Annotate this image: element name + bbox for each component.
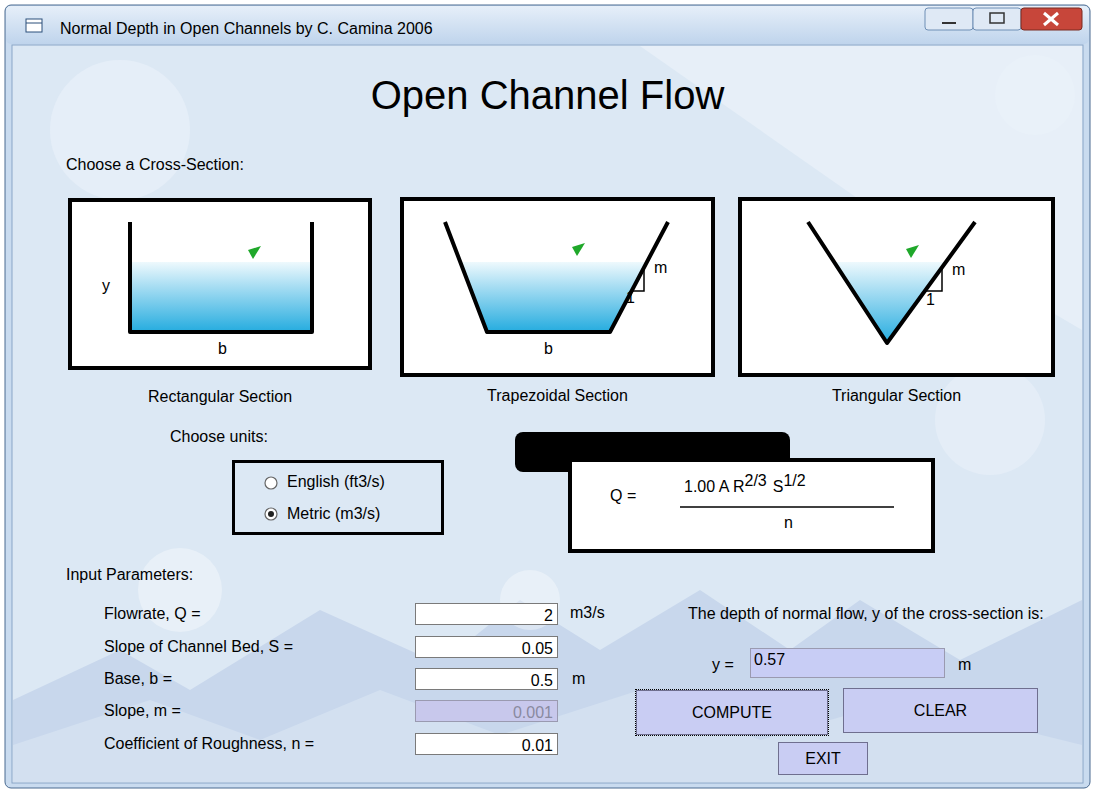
node-text: m (952, 261, 965, 279)
decor-circle (935, 365, 1045, 475)
channel-walls (130, 222, 312, 332)
decor-mountains (13, 590, 1082, 782)
input-field: 0.01 (415, 733, 558, 755)
water-surface-marker (248, 246, 261, 259)
node-text: EXIT (805, 749, 841, 767)
node-text: English (ft3/s) (287, 473, 385, 491)
result-caption: The depth of normal flow, y of the cross… (688, 605, 1018, 623)
input-field-disabled: 0.001 (415, 700, 558, 722)
section-illustration (404, 201, 711, 373)
app-icon (26, 19, 42, 32)
input-field: 0.5 (415, 668, 558, 690)
node-text: 0.5 (531, 672, 553, 690)
node-text: b (218, 340, 227, 358)
close-button (1021, 8, 1082, 30)
node-text: 2 (544, 607, 553, 625)
node-text: 0.05 (522, 640, 553, 658)
app-icon (26, 23, 42, 24)
radio-button (265, 508, 277, 520)
field-label: Coefficient of Roughness, n = (104, 735, 314, 753)
channel-walls (808, 222, 975, 343)
node-text: 0.001 (513, 704, 553, 722)
water-surface-marker (572, 243, 585, 256)
node-text: b (544, 340, 553, 358)
node-text: COMPUTE (692, 703, 772, 721)
water-fill (834, 262, 946, 341)
minimize-button (925, 8, 973, 30)
field-label: Flowrate, Q = (104, 605, 200, 623)
input-field: 2 (415, 603, 558, 625)
node-text: 1 (626, 289, 635, 307)
channel-walls (445, 222, 668, 332)
field-label: Slope of Channel Bed, S = (104, 638, 293, 656)
section-option: m1bTrapezoidal Section (400, 197, 715, 377)
node-text: Q = (610, 487, 636, 505)
node-text: 0.57 (754, 651, 785, 669)
formula-text: 1.00 A R (684, 478, 745, 495)
formula-box: 1.00 A R2/3 S1/2 Q = n (568, 458, 935, 553)
node-text: CLEAR (914, 701, 967, 719)
radio-dot (268, 511, 274, 517)
water-fill (132, 262, 310, 330)
section-heading: Input Parameters: (66, 566, 193, 584)
radio-button (265, 477, 277, 489)
slope-marker (925, 267, 942, 291)
output-field: 0.57 (750, 648, 945, 678)
close-glyph (1044, 13, 1058, 25)
section-heading: Choose a Cross-Section: (66, 156, 244, 174)
node-text: m (654, 259, 667, 277)
maximize-glyph (990, 13, 1004, 23)
formula-text: 1/2 (783, 472, 805, 489)
section-heading: Choose units: (170, 428, 268, 446)
section-option-selected: ybRectangular Section (68, 198, 372, 370)
window-frame (5, 5, 1090, 788)
node-text: Trapezoidal Section (487, 387, 628, 405)
section-option: m1Triangular Section (738, 197, 1055, 377)
node-text: y (102, 277, 110, 295)
title-bar (6, 6, 1089, 44)
unit-label: m3/s (570, 604, 605, 622)
decor-circle (995, 55, 1075, 135)
result-label: y = (712, 656, 734, 674)
section-illustration (742, 201, 1051, 373)
unit-label: m (958, 656, 971, 674)
decor-mountains (13, 690, 1082, 782)
window-title: Normal Depth in Open Channels by C. Cami… (60, 20, 433, 38)
app-title: Open Channel Flow (371, 72, 725, 118)
input-field: 0.05 (415, 636, 558, 658)
slope-marker (632, 267, 644, 291)
units-group: English (ft3/s) Metric (m3/s) (232, 460, 444, 535)
application-window: Normal Depth in Open Channels by C. Cami… (5, 5, 1090, 788)
formula-text: 2/3 (745, 472, 767, 489)
unit-label: m (572, 670, 585, 688)
node-text: Triangular Section (832, 387, 961, 405)
node-text: n (784, 514, 793, 532)
water-surface-marker (906, 245, 919, 258)
water-fill (460, 262, 647, 330)
formula-text: S (773, 478, 784, 495)
node-text: Rectangular Section (148, 388, 292, 406)
minimize-glyph (942, 22, 956, 24)
exit-button: EXIT (778, 742, 868, 775)
field-label: Slope, m = (104, 702, 181, 720)
compute-button: COMPUTE (636, 690, 828, 735)
node-text: Metric (m3/s) (287, 505, 380, 523)
node-text: 0.01 (522, 737, 553, 755)
client-area (12, 45, 1083, 783)
maximize-button (973, 8, 1021, 30)
node-text: 1 (926, 291, 935, 309)
fraction-bar (680, 506, 894, 508)
close-glyph (1044, 13, 1058, 25)
formula-numerator: 1.00 A R2/3 S1/2 (684, 472, 806, 496)
clear-button: CLEAR (843, 688, 1038, 733)
field-label: Base, b = (104, 670, 172, 688)
decor-circle (50, 60, 190, 200)
